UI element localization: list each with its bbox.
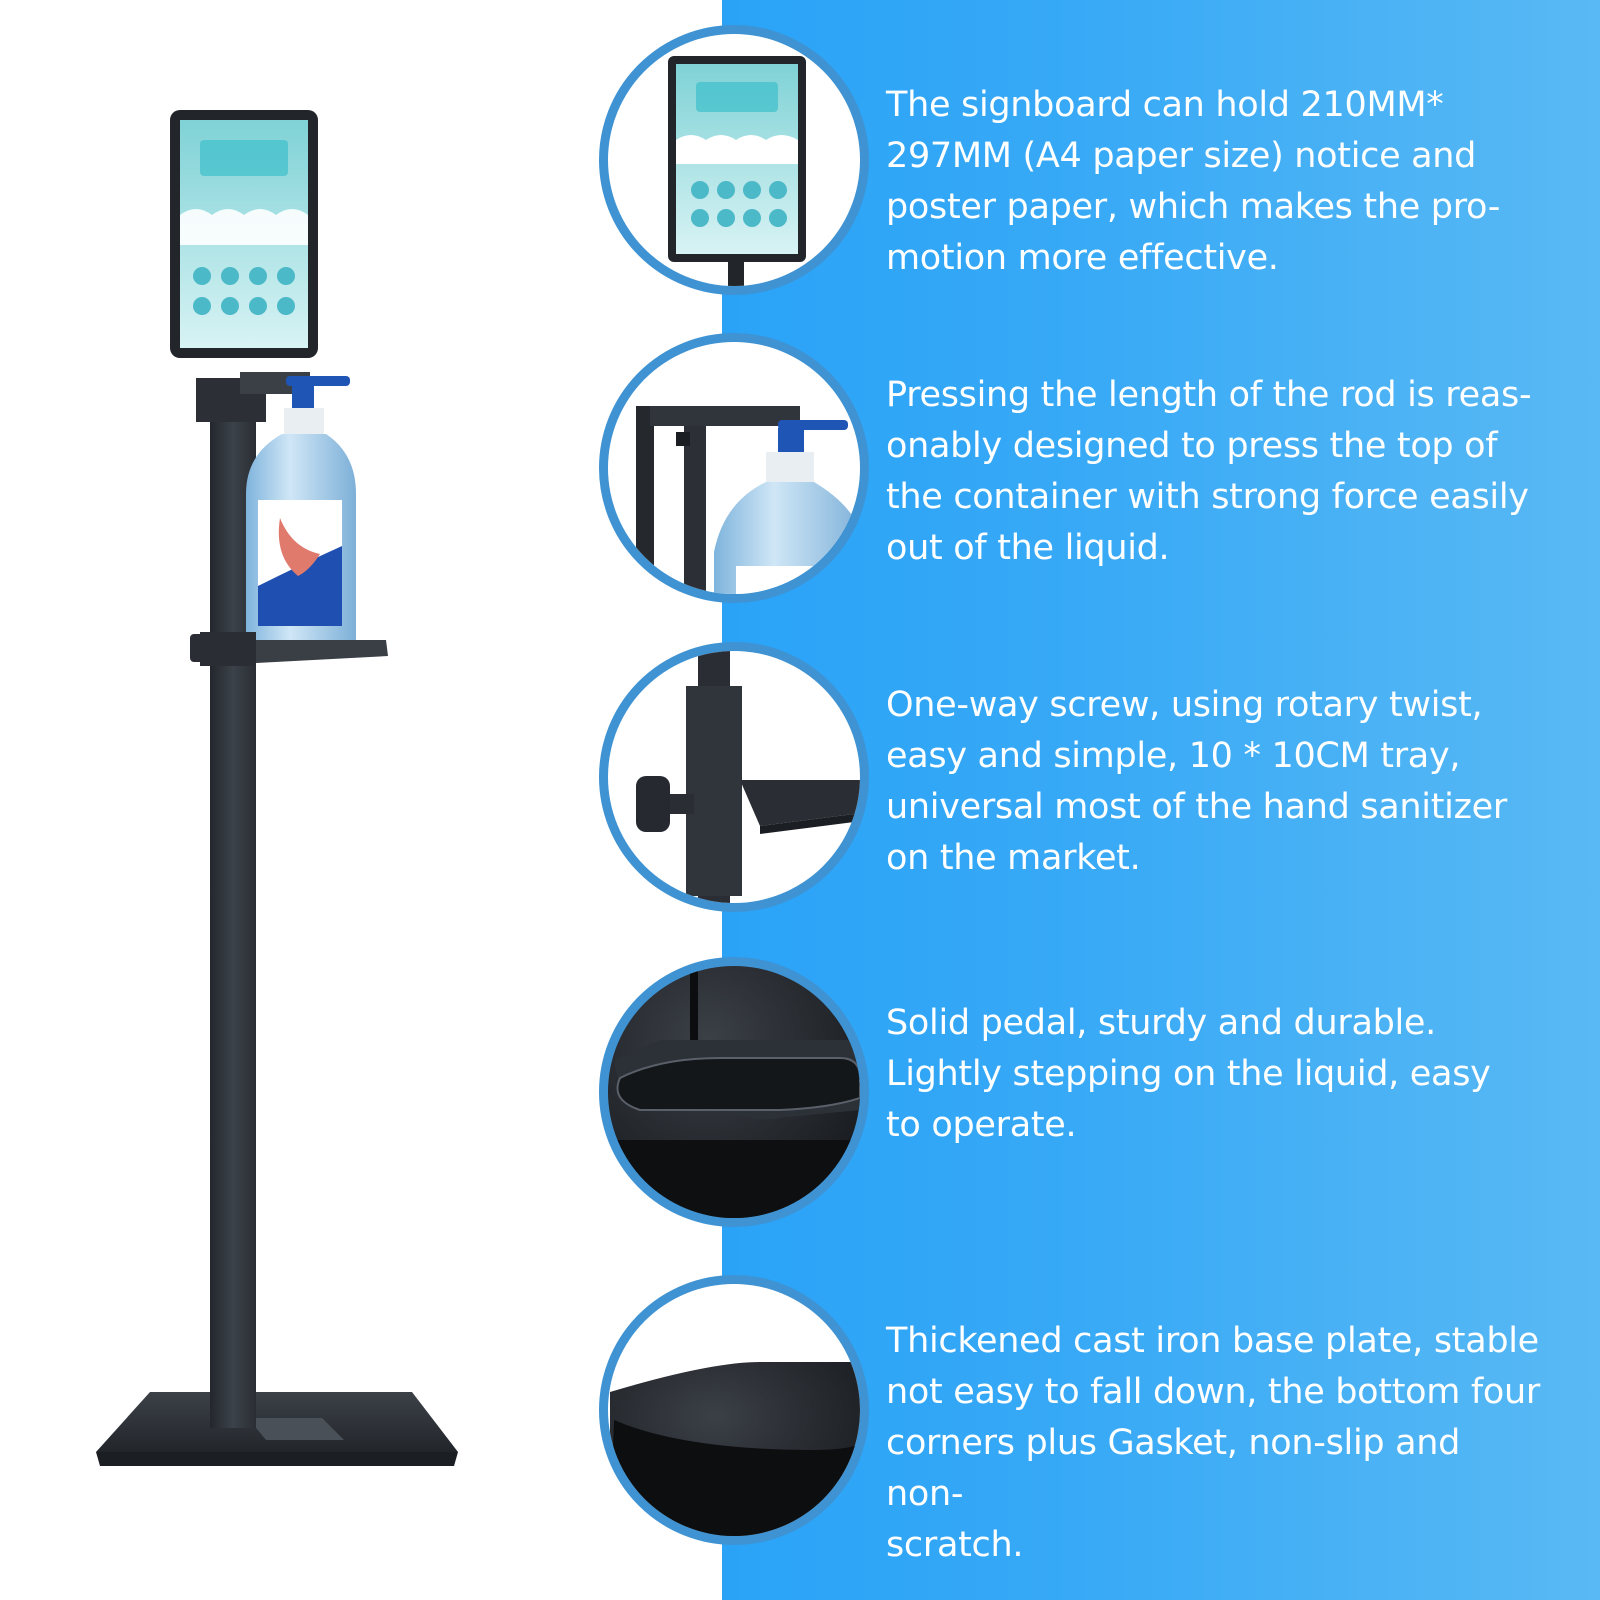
- feature-text-screw-tray: One-way screw, using rotary twist, easy …: [886, 685, 1507, 878]
- blue-feature-panel: [722, 0, 1600, 1600]
- base-plate-closeup-icon: [599, 1275, 869, 1545]
- signboard: [170, 110, 318, 358]
- pedal-closeup-icon: [599, 957, 869, 1227]
- foot-pedal: [248, 1418, 344, 1440]
- press-rod-closeup-icon: [599, 333, 869, 603]
- sanitizer-bottle: [246, 434, 356, 644]
- feature-text-signboard: The signboard can hold 210MM* 297MM (A4 …: [886, 85, 1501, 278]
- feature-text-base-plate: Thickened cast iron base plate, stable n…: [886, 1321, 1540, 1565]
- pump-head: [284, 376, 350, 434]
- feature-text-pedal: Solid pedal, sturdy and durable. Lightly…: [886, 1003, 1491, 1145]
- sanitizer-stand: [96, 110, 458, 1466]
- screw-tray-closeup-icon: [599, 642, 869, 912]
- feature-text-press-rod: Pressing the length of the rod is reas- …: [886, 375, 1532, 568]
- signboard-closeup-icon: [599, 25, 869, 295]
- bottle-tray: [190, 632, 388, 666]
